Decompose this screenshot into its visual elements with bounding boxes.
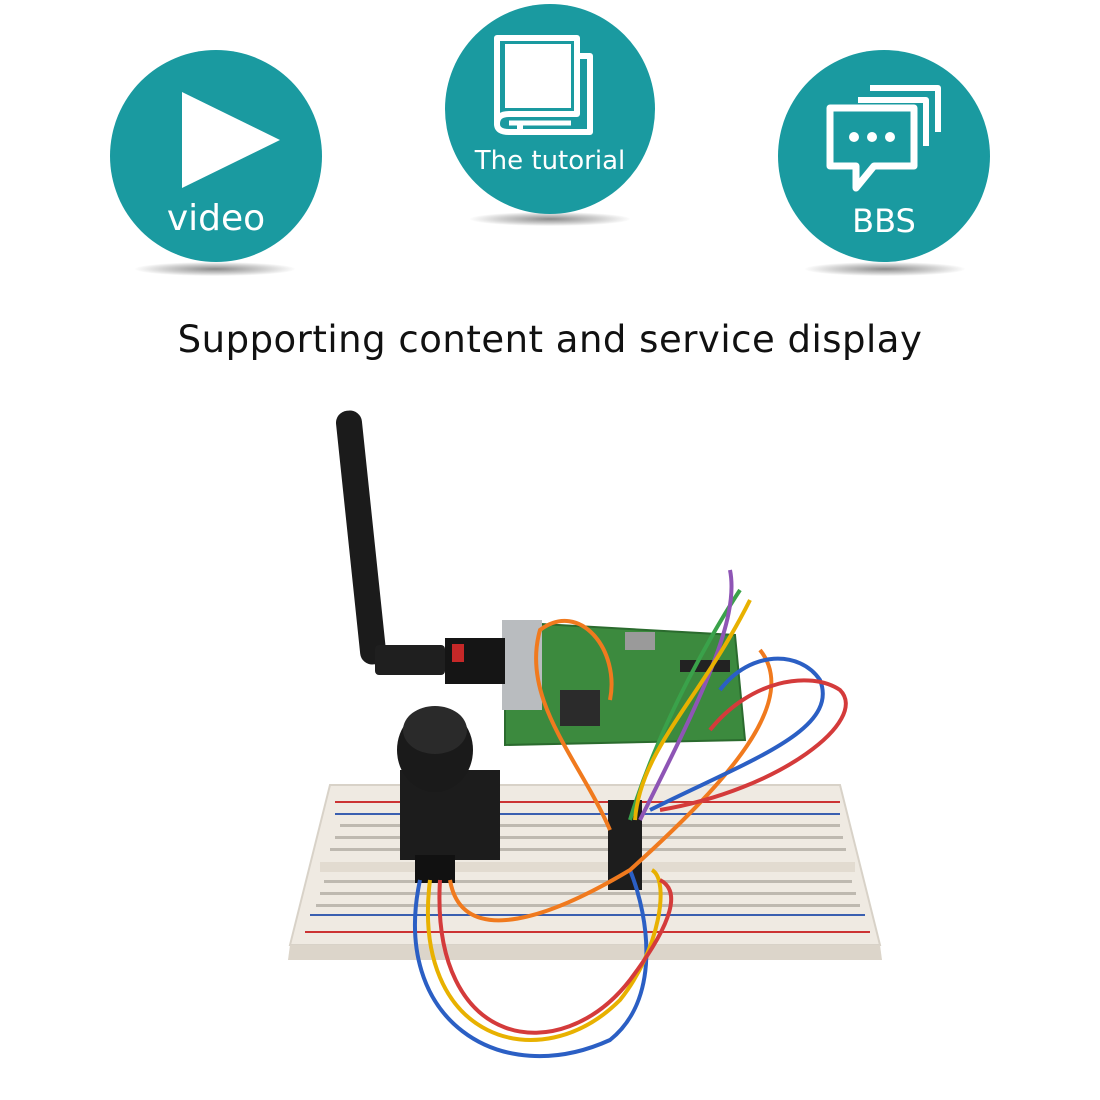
bbs-badge-shadow (805, 262, 965, 276)
tutorial-badge-shadow (470, 212, 630, 226)
tutorial-label: The tutorial (474, 146, 626, 176)
chat-bubbles-icon (826, 85, 941, 192)
bbs-badge[interactable]: BBS (778, 50, 990, 262)
page-heading: Supporting content and service display (177, 318, 923, 361)
tutorial-badge[interactable]: The tutorial (445, 4, 655, 214)
video-label: video (166, 198, 266, 239)
video-badge[interactable]: video (110, 50, 322, 262)
jumper-wires (413, 569, 848, 1058)
bbs-label: BBS (852, 202, 916, 240)
joystick-module (397, 706, 500, 883)
product-photo (288, 410, 882, 1058)
breadboard (288, 784, 882, 960)
wifi-antenna (335, 410, 505, 684)
video-badge-shadow (135, 262, 295, 276)
play-icon (182, 92, 280, 188)
book-icon (494, 35, 593, 135)
